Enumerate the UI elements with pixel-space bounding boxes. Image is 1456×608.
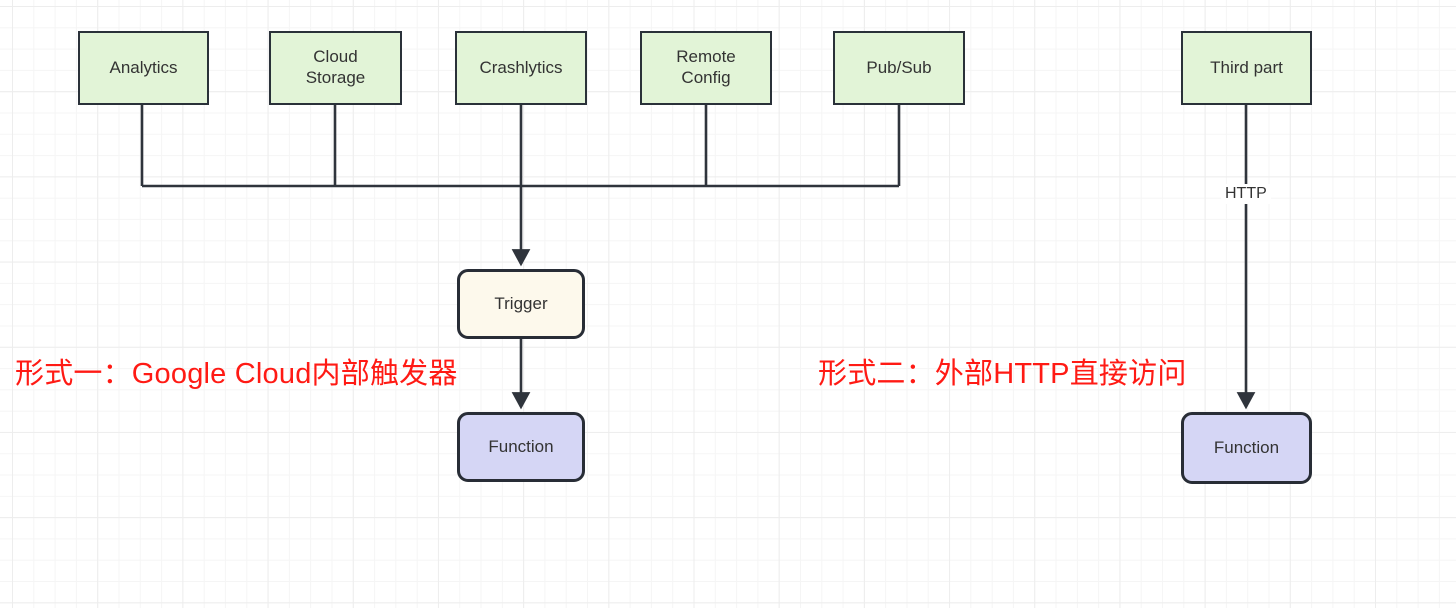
node-cloud-storage[interactable]: Cloud Storage xyxy=(269,31,402,105)
node-remote-config[interactable]: Remote Config xyxy=(640,31,772,105)
annotation-form-two: 形式二：外部HTTP直接访问 xyxy=(818,358,1187,390)
node-analytics-label: Analytics xyxy=(109,57,178,77)
node-remote-config-label: Remote Config xyxy=(676,47,736,87)
node-trigger[interactable]: Trigger xyxy=(457,269,585,339)
node-pubsub[interactable]: Pub/Sub xyxy=(833,31,965,105)
node-cloud-storage-label: Cloud Storage xyxy=(305,47,366,87)
node-function-left-label: Function xyxy=(488,436,554,456)
node-third-part[interactable]: Third part xyxy=(1181,31,1312,105)
node-trigger-label: Trigger xyxy=(494,293,548,313)
node-crashlytics[interactable]: Crashlytics xyxy=(455,31,587,105)
node-analytics[interactable]: Analytics xyxy=(78,31,209,105)
node-third-part-label: Third part xyxy=(1210,57,1283,77)
edge-label-http: HTTP xyxy=(1221,184,1271,204)
node-function-right[interactable]: Function xyxy=(1181,412,1312,484)
node-function-left[interactable]: Function xyxy=(457,412,585,482)
node-pubsub-label: Pub/Sub xyxy=(866,57,932,77)
node-crashlytics-label: Crashlytics xyxy=(479,57,563,77)
annotation-form-one: 形式一：Google Cloud内部触发器 xyxy=(15,358,458,390)
node-function-right-label: Function xyxy=(1213,437,1280,457)
